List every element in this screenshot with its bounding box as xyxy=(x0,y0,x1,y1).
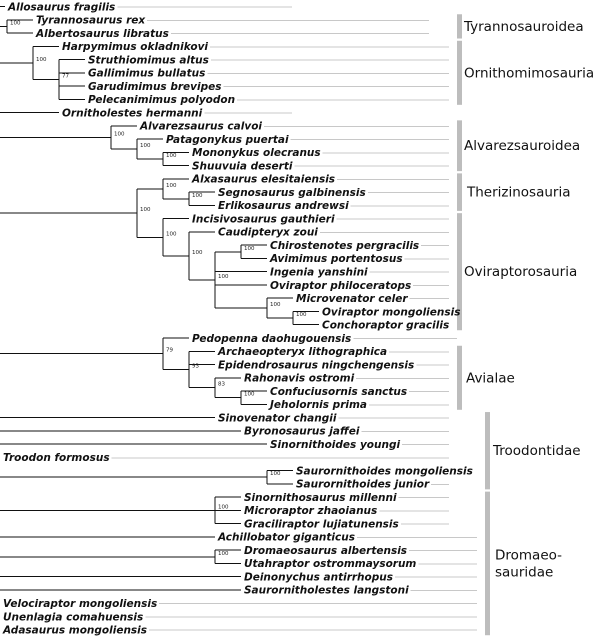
taxon-label: Mononykus olecranus xyxy=(192,147,321,159)
clade-label: sauridae xyxy=(495,564,553,580)
taxon-label: Microvenator celer xyxy=(296,293,408,305)
support-value: 100 xyxy=(270,302,281,308)
taxon-label: Sinornithoides youngi xyxy=(270,439,400,451)
taxon-label: Tyrannosaurus rex xyxy=(36,15,146,27)
clade-label: Oviraptorosauria xyxy=(464,264,577,280)
clade-label: Alvarezsauroidea xyxy=(464,138,580,154)
support-value: 100 xyxy=(140,207,151,213)
taxon-label: Troodon formosus xyxy=(3,452,110,464)
support-value: 100 xyxy=(140,143,151,149)
support-value: 100 xyxy=(10,20,21,26)
taxon-label: Byronosaurus jaffei xyxy=(244,426,360,438)
taxon-label: Deinonychus antirrhopus xyxy=(244,571,393,583)
taxon-label: Patagonykus puertai xyxy=(166,134,289,146)
taxon-label: Graciliraptor lujiatunensis xyxy=(244,518,399,530)
clade-bar xyxy=(457,40,462,105)
support-value: 77 xyxy=(62,73,69,79)
clade-bar xyxy=(457,345,462,410)
taxon-label: Confuciusornis sanctus xyxy=(270,386,407,398)
taxon-label: Albertosaurus libratus xyxy=(35,28,169,40)
taxon-label: Ornitholestes hermanni xyxy=(62,107,203,119)
taxon-label: Achillobator giganticus xyxy=(217,532,355,544)
taxon-label: Garudimimus brevipes xyxy=(88,81,221,93)
support-value: 100 xyxy=(218,504,229,510)
support-value: 100 xyxy=(270,471,281,477)
taxon-label: Ingenia yanshini xyxy=(270,267,368,279)
taxon-label: Incisivosaurus gauthieri xyxy=(192,213,335,225)
clade-bar xyxy=(457,120,462,172)
taxon-label: Sinovenator changii xyxy=(218,412,337,424)
support-value: 100 xyxy=(244,246,255,252)
taxon-label: Saurornithoides mongoliensis xyxy=(296,465,473,477)
clade-bar xyxy=(485,412,490,490)
clade-labels: TyrannosauroideaOrnithomimosauriaAlvarez… xyxy=(463,19,594,581)
taxon-label: Harpymimus okladnikovi xyxy=(62,41,208,53)
support-value: 100 xyxy=(244,392,255,398)
taxon-label: Pelecanimimus polyodon xyxy=(88,94,235,106)
support-value: 100 xyxy=(114,131,125,137)
support-value: 100 xyxy=(218,274,229,280)
support-value: 93 xyxy=(192,363,199,369)
support-value: 100 xyxy=(166,183,177,189)
taxon-label: Allosaurus fragilis xyxy=(7,1,115,13)
support-value: 100 xyxy=(192,250,203,256)
taxon-label: Adasaurus mongoliensis xyxy=(2,625,147,637)
clade-bar xyxy=(457,173,462,211)
taxon-label: Pedopenna daohugouensis xyxy=(192,333,351,345)
leader-lines xyxy=(111,6,477,631)
taxon-label: Chirostenotes pergracilis xyxy=(270,240,419,252)
tree-branches xyxy=(0,6,319,591)
clade-bar xyxy=(485,491,490,636)
clade-bar xyxy=(457,213,462,331)
taxon-label: Shuuvuia deserti xyxy=(192,160,293,172)
clade-bars xyxy=(457,14,490,636)
clade-label: Therizinosauria xyxy=(466,185,571,201)
clade-bar xyxy=(457,14,462,39)
taxon-label: Conchoraptor gracilis xyxy=(322,320,449,332)
taxon-label: Unenlagia comahuensis xyxy=(3,611,143,623)
support-value: 100 xyxy=(166,153,177,159)
taxon-label: Epidendrosaurus ningchengensis xyxy=(218,359,414,371)
clade-label: Ornithomimosauria xyxy=(464,65,594,81)
taxon-label: Segnosaurus galbinensis xyxy=(218,187,366,199)
taxon-label: Alxasaurus elesitaiensis xyxy=(191,174,335,186)
support-value: 83 xyxy=(218,382,225,388)
support-value: 100 xyxy=(166,231,177,237)
taxon-label: Gallimimus bullatus xyxy=(88,68,205,80)
taxon-label: Dromaeosaurus albertensis xyxy=(244,545,407,557)
support-value: 79 xyxy=(166,348,173,354)
support-value: 100 xyxy=(296,312,307,318)
taxon-label: Saurornitholestes langstoni xyxy=(244,585,409,597)
clade-label: Tyrannosauroidea xyxy=(463,19,584,35)
support-value: 100 xyxy=(218,551,229,557)
taxon-label: Avimimus portentosus xyxy=(269,253,403,265)
taxon-label: Rahonavis ostromi xyxy=(244,373,355,385)
support-value: 100 xyxy=(192,193,203,199)
taxon-label: Microraptor zhaoianus xyxy=(244,505,377,517)
taxon-label: Oviraptor mongoliensis xyxy=(322,306,460,318)
taxon-label: Sinornithosaurus millenni xyxy=(244,492,397,504)
taxon-label: Saurornithoides junior xyxy=(296,479,430,491)
taxon-label: Velociraptor mongoliensis xyxy=(3,598,157,610)
support-values: 100 100 77 100 100 100 100 100 100 100 100 100 100 10… xyxy=(10,20,307,556)
taxon-label: Jeholornis prima xyxy=(268,399,367,411)
taxon-label: Archaeopteryx lithographica xyxy=(217,346,387,358)
taxon-label: Caudipteryx zoui xyxy=(218,227,318,239)
taxon-label: Erlikosaurus andrewsi xyxy=(218,200,349,212)
taxon-label: Utahraptor ostrommaysorum xyxy=(244,558,416,570)
taxon-label: Struthiomimus altus xyxy=(88,54,209,66)
clade-label: Dromaeo- xyxy=(495,547,562,563)
clade-label: Troodontidae xyxy=(492,443,581,459)
support-value: 100 xyxy=(36,57,47,63)
clade-label: Avialae xyxy=(466,370,515,386)
taxon-label: Oviraptor philoceratops xyxy=(270,280,411,292)
taxon-label: Alvarezsaurus calvoi xyxy=(139,121,262,133)
